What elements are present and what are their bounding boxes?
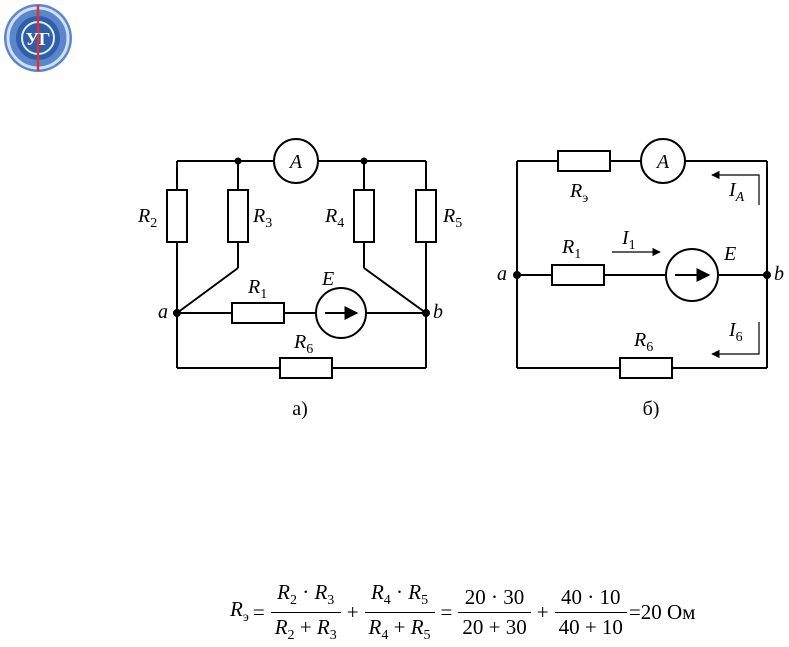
fraction-4-denominator: 40 + 10 [554, 611, 627, 640]
formula-plus: + [346, 599, 359, 624]
label-r6: R6 [633, 329, 653, 355]
junction-dot [234, 157, 242, 165]
label-r4: R4 [324, 205, 344, 231]
node-a-label: a [497, 263, 507, 285]
label-r2: R2 [137, 205, 157, 231]
label-i6: I6 [728, 319, 743, 345]
formula-lhs: Rэ [230, 597, 249, 626]
resistor-r-eq [557, 150, 611, 172]
ammeter-a [640, 138, 686, 184]
node-a-dot [173, 309, 181, 317]
fraction-4: 40 · 10 40 + 10 [554, 584, 627, 640]
label-r6: R6 [293, 331, 313, 357]
fraction-1: R2 · R3 R2 + R3 [270, 580, 341, 643]
logo: УГ [4, 4, 72, 72]
ammeter-label: A [655, 151, 670, 173]
fraction-2: R4 · R5 R4 + R5 [364, 580, 435, 643]
formula-result: =20 Ом [628, 599, 696, 624]
current-ia-arrow-icon [711, 170, 760, 205]
label-ia: IA [728, 179, 745, 205]
circuit-b [516, 160, 768, 369]
resistor-r3 [227, 189, 249, 243]
label-r1: R1 [247, 276, 267, 302]
label-r1: R1 [561, 236, 581, 262]
caption-b: б) [643, 398, 660, 420]
formula-plus: + [536, 599, 549, 624]
formula-equals: = [440, 599, 453, 624]
fraction-3: 20 · 30 20 + 30 [458, 584, 531, 640]
fraction-4-numerator: 40 · 10 [560, 584, 621, 609]
resistor-r2 [166, 189, 188, 243]
ammeter-label: A [288, 151, 303, 173]
resistor-r1 [551, 264, 605, 286]
fraction-3-numerator: 20 · 30 [464, 584, 525, 609]
circuit-diagrams: A E a b R2 R3 R4 R5 R1 R6 а) [137, 138, 784, 420]
node-b-dot [763, 271, 771, 279]
resistor-r6 [279, 357, 333, 379]
resistor-r4 [353, 189, 375, 243]
caption-a: а) [292, 398, 308, 420]
current-i6-arrow-icon [711, 322, 760, 359]
resistor-r1 [231, 302, 285, 324]
label-r3: R3 [252, 205, 272, 231]
resistor-r5 [415, 189, 437, 243]
fraction-3-denominator: 20 + 30 [458, 611, 531, 640]
label-r-eq: Rэ [569, 180, 588, 206]
junction-dot [360, 157, 368, 165]
source-label: E [723, 243, 736, 265]
node-a-dot [513, 271, 521, 279]
label-i1: I1 [621, 227, 636, 253]
equivalent-resistance-formula: Rэ = R2 · R3 R2 + R3 + R4 · R5 R4 + R5 =… [230, 580, 696, 643]
formula-equals: = [252, 599, 265, 624]
source-label: E [321, 268, 334, 290]
node-a-label: a [158, 301, 168, 323]
resistor-r6 [619, 357, 673, 379]
ammeter-a [273, 138, 319, 184]
node-b-label: b [774, 263, 784, 285]
node-b-dot [422, 309, 430, 317]
label-r5: R5 [442, 205, 462, 231]
logo-text: УГ [26, 29, 51, 49]
node-b-label: b [433, 301, 443, 323]
